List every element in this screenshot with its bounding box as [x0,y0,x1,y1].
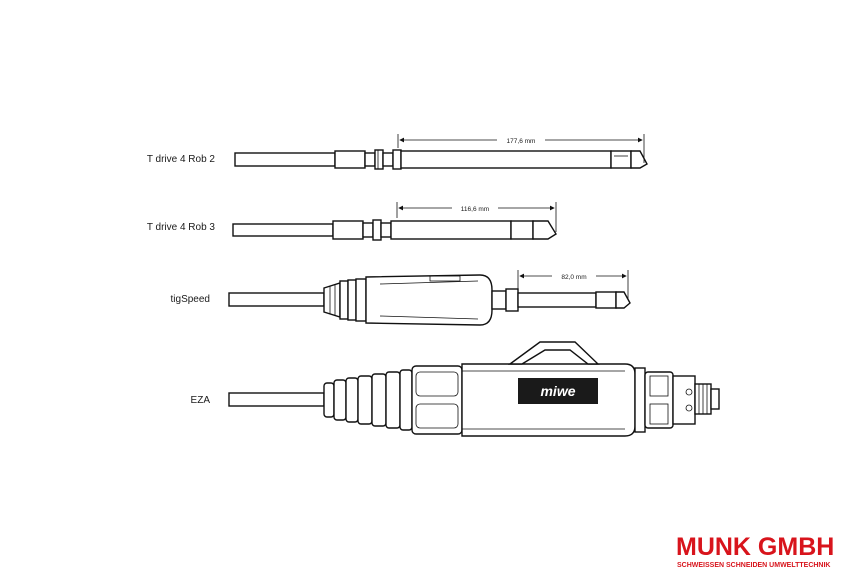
torch-t-drive-4-rob-2: T drive 4 Rob 2 177,6 mm [147,134,648,170]
torch-t-drive-4-rob-3: T drive 4 Rob 3 116,6 mm [147,202,557,241]
dimension-label: 116,6 mm [461,206,489,213]
torch-label: T drive 4 Rob 2 [147,154,216,165]
torch-label: EZA [191,395,211,406]
torch-eza: EZA miwe [191,341,720,437]
torch-label: tigSpeed [171,294,210,305]
eza-badge-text: miwe [540,383,575,399]
logo-title: MUNK GMBH [676,533,834,561]
eza-badge [518,378,598,404]
dimension-label: 82,0 mm [561,274,586,281]
munk-gmbh-logo: MUNK GMBH SCHWEISSEN SCHNEIDEN UMWELTTEC… [676,533,834,569]
dimension-label: 177,6 mm [507,138,536,145]
torch-tigspeed: tigSpeed 82,0 mm [171,270,631,326]
torch-label: T drive 4 Rob 3 [147,222,216,233]
logo-tagline: SCHWEISSEN SCHNEIDEN UMWELTTECHNIK [677,562,830,569]
